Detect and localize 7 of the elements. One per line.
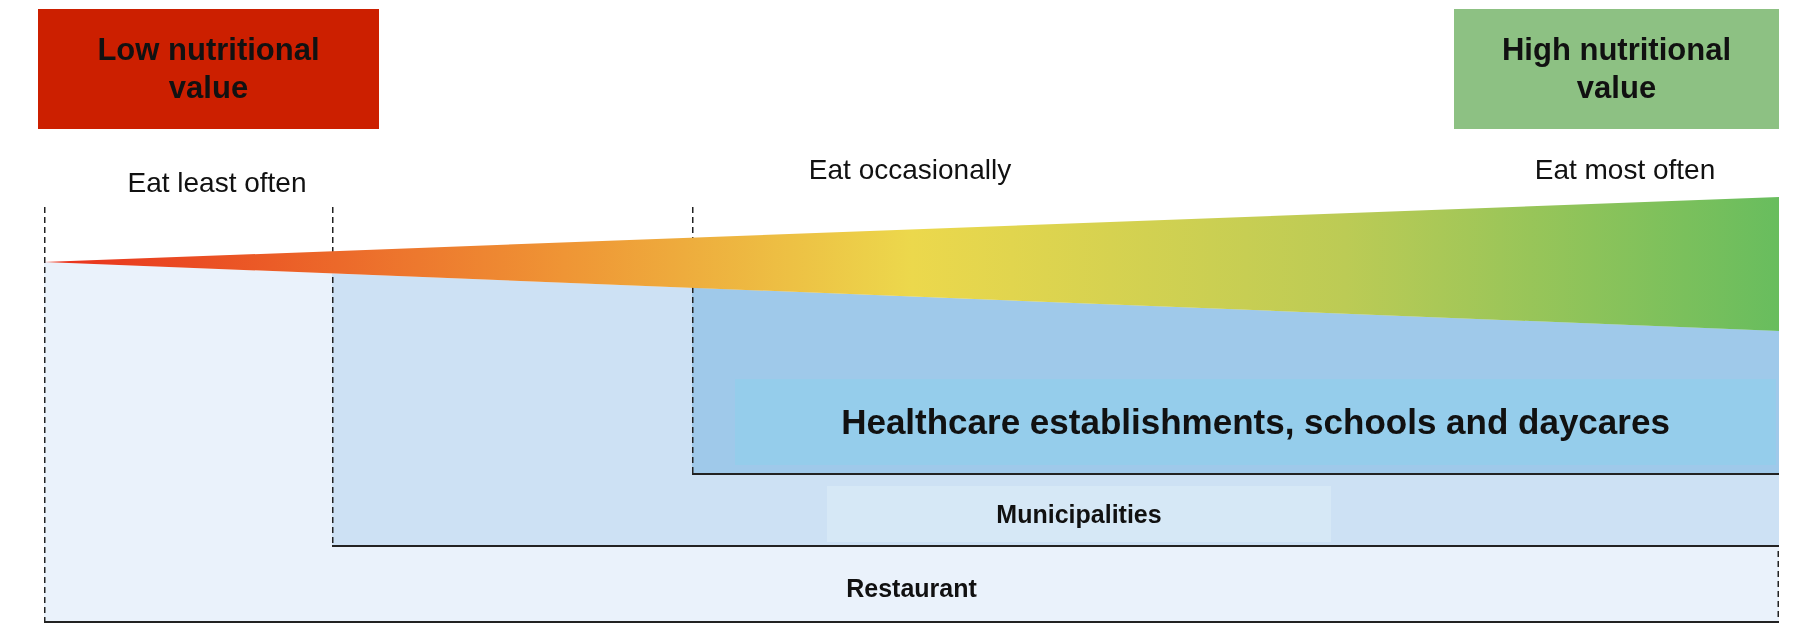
band-label-panel: Municipalities [827, 486, 1331, 542]
band-label-panel: Healthcare establishments, schools and daycares [735, 379, 1776, 465]
band-label: Restaurant [845, 572, 978, 604]
frequency-label: Eat most often [1533, 153, 1717, 187]
frequency-label: Eat occasionally [807, 153, 1013, 187]
value-box: Low nutritional value [38, 9, 379, 129]
value-box: High nutritional value [1454, 9, 1779, 129]
